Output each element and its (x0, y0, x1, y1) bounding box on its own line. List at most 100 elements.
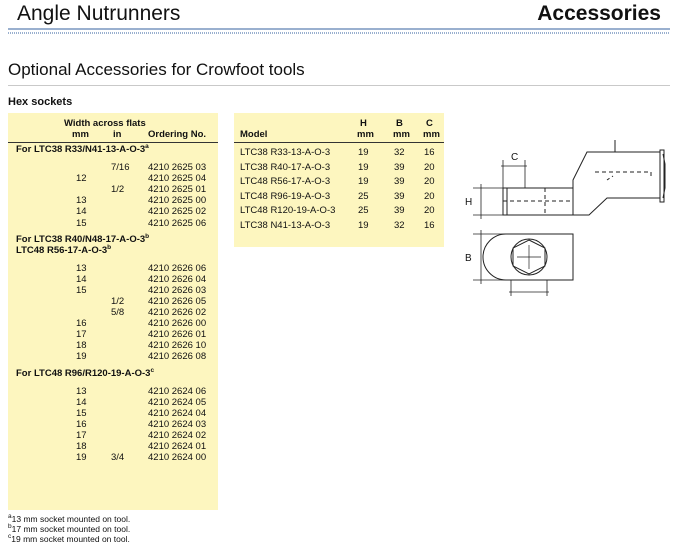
column-header-h: H (360, 118, 367, 129)
cell-model: LTC48 R120-19-A-O-3 (240, 205, 336, 216)
cell-ordering-no: 4210 2624 06 (148, 385, 207, 397)
footnote: b17 mm socket mounted on tool. (8, 523, 130, 534)
tool-end-curve (662, 153, 666, 199)
cell-b: 39 (394, 205, 405, 216)
column-header-ordering-no: Ordering No. (148, 129, 207, 140)
cell-c: 20 (424, 190, 435, 202)
header-width-across-flats: Width across flats (64, 118, 146, 129)
dim-label-h: H (465, 197, 472, 208)
cell-b: 39 (394, 161, 405, 173)
cell-in: 5/8 (111, 307, 125, 318)
footnote: c19 mm socket mounted on tool. (8, 533, 130, 544)
cell-b: 32 (394, 147, 405, 158)
footnote-marker: b (145, 232, 150, 240)
footnote-marker: a (8, 513, 12, 521)
header-section: Accessories (537, 2, 661, 25)
column-unit-h: mm (357, 129, 374, 140)
cell-ordering-no: 4210 2625 02 (148, 206, 207, 218)
cell-ordering-no: 4210 2624 02 (148, 429, 207, 441)
cell-ordering-no: 4210 2624 01 (148, 441, 207, 452)
cell-ordering-no: 4210 2624 05 (148, 396, 207, 408)
cell-ordering-no: 4210 2625 04 (148, 173, 207, 185)
cell-in: 1/2 (111, 184, 125, 196)
footnote-text: 13 mm socket mounted on tool. (11, 514, 131, 524)
cell-mm: 16 (76, 418, 87, 430)
cell-ordering-no: 4210 2624 03 (148, 418, 207, 430)
tool-profile-upper (572, 151, 660, 188)
column-unit-c: mm (423, 129, 440, 140)
cell-model: LTC48 R56-17-A-O-3 (240, 176, 331, 187)
footnote-marker: b (107, 243, 112, 251)
page-title: Optional Accessories for Crowfoot tools (8, 60, 305, 79)
column-header-in: in (113, 129, 122, 140)
footnotes: a13 mm socket mounted on tool.b17 mm soc… (8, 513, 131, 544)
group-title: For LTC38 R40/N48-17-A-O-3b (16, 232, 150, 245)
header-title: Angle Nutrunners (17, 2, 181, 25)
cell-ordering-no: 4210 2624 00 (148, 452, 207, 464)
tool-profile-lower (573, 197, 660, 216)
cell-ordering-no: 4210 2626 08 (148, 351, 207, 363)
cell-ordering-no: 4210 2626 01 (148, 329, 207, 341)
cell-in: 1/2 (111, 295, 125, 307)
cell-model: LTC38 R40-17-A-O-3 (240, 161, 331, 173)
group-title-text: LTC48 R56-17-A-O-3 (16, 244, 108, 256)
cell-mm: 18 (76, 340, 87, 352)
cell-mm: 14 (76, 273, 87, 285)
cell-model: LTC48 R96-19-A-O-3 (240, 190, 331, 202)
cell-mm: 12 (76, 173, 87, 185)
header-rule (8, 28, 670, 30)
group-title: For LTC38 R33/N41-13-A-O-3a (16, 142, 149, 155)
cell-mm: 15 (76, 217, 87, 229)
cell-ordering-no: 4210 2626 00 (148, 318, 207, 330)
cell-ordering-no: 4210 2626 04 (148, 273, 207, 285)
footnote-marker: c (150, 366, 155, 374)
hidden-line-upper (595, 171, 652, 178)
cell-ordering-no: 4210 2626 06 (148, 262, 207, 274)
cell-model: LTC38 N41-13-A-O-3 (240, 219, 331, 231)
cell-h: 25 (358, 190, 369, 202)
hidden-line-mid (606, 175, 614, 181)
cell-h: 25 (358, 205, 369, 216)
column-header-b: B (396, 118, 403, 129)
footnote-marker: a (145, 142, 149, 150)
footnote-marker: b (8, 523, 12, 531)
cell-mm: 13 (76, 385, 87, 397)
cell-mm: 13 (76, 195, 87, 207)
dim-label-b: B (465, 253, 472, 264)
header-rule-dotted (8, 32, 670, 34)
cell-mm: 13 (76, 262, 87, 274)
cell-b: 32 (394, 219, 405, 231)
column-header-c: C (426, 118, 433, 129)
cell-h: 19 (358, 176, 369, 187)
group-title-line2: LTC48 R56-17-A-O-3b (16, 243, 112, 256)
cell-ordering-no: 4210 2625 03 (148, 162, 207, 173)
group-title-text: For LTC38 R40/N48-17-A-O-3 (16, 233, 146, 245)
cell-c: 20 (424, 205, 435, 216)
cell-ordering-no: 4210 2626 05 (148, 295, 207, 307)
cell-c: 16 (424, 219, 435, 231)
cell-ordering-no: 4210 2624 04 (148, 407, 207, 419)
header-rule (8, 142, 218, 143)
cell-ordering-no: 4210 2626 02 (148, 307, 207, 318)
cell-ordering-no: 4210 2625 00 (148, 195, 207, 207)
tool-end-cap (659, 149, 665, 203)
cell-mm: 14 (76, 396, 87, 408)
cell-h: 19 (358, 147, 369, 158)
cell-mm: 19 (76, 452, 87, 464)
footnote-marker: c (8, 533, 12, 541)
column-header-model: Model (240, 129, 268, 140)
cell-in: 7/16 (111, 162, 130, 173)
cell-mm: 15 (76, 284, 87, 296)
cell-b: 39 (394, 190, 405, 202)
cell-c: 20 (424, 161, 435, 173)
cell-ordering-no: 4210 2626 03 (148, 284, 207, 296)
cell-model: LTC38 R33-13-A-O-3 (240, 147, 331, 158)
group-title: For LTC48 R96/R120-19-A-O-3c (16, 366, 155, 379)
socket-outline-front (506, 233, 574, 281)
cell-mm: 16 (76, 318, 87, 330)
cell-mm: 14 (76, 206, 87, 218)
cell-h: 19 (358, 219, 369, 231)
column-unit-b: mm (393, 129, 410, 140)
cell-mm: 15 (76, 407, 87, 419)
